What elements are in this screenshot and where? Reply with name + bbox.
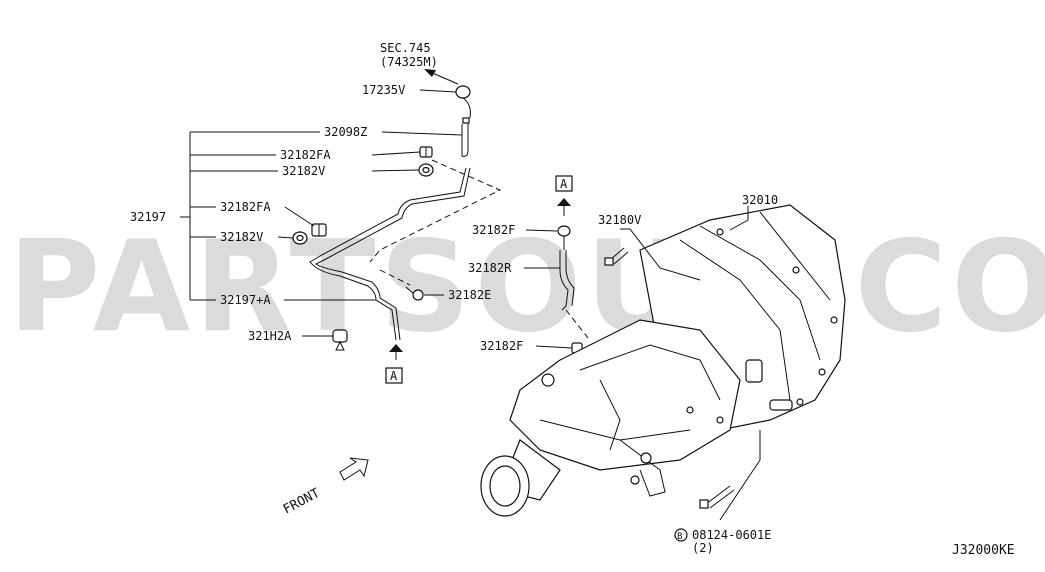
clip-32182v-upper[interactable] [418,163,434,177]
marker-a-right-arrow [557,198,571,216]
dashed-connector-mid [565,309,589,339]
marker-a-right-box[interactable] [555,175,573,192]
part-label-32197a[interactable]: 32197+A [220,293,271,307]
bolt-32182e[interactable] [405,286,424,301]
dashed-connector-left-2 [379,269,411,286]
part-label-32182v-lower[interactable]: 32182V [220,230,263,244]
fitting-32182f-upper[interactable] [557,225,571,250]
part-label-32098z[interactable]: 32098Z [324,125,367,139]
leader-32182f-lower [535,345,573,349]
marker-a-left-box[interactable] [385,367,403,384]
bolt-symbol-circle [674,528,688,542]
front-label: FRONT [281,486,323,518]
breather-tube-32197[interactable] [309,167,471,341]
diagram-code: J32000KE [952,543,1015,558]
leader-32182f-upper [525,229,558,232]
marker-a-right-label: A [560,177,568,191]
bolt-08124-0601e[interactable] [699,485,735,509]
part-label-321h2a[interactable]: 321H2A [248,329,292,343]
part-group-bracket-32197 [180,131,320,301]
part-label-32180v[interactable]: 32180V [598,213,641,227]
part-label-08124-0601e[interactable]: 08124-0601E [692,528,771,542]
sec-reference-arrow [424,69,459,85]
leader-32098z [381,131,463,136]
leader-32182fa-upper [371,151,421,156]
leader-32182v-upper [371,169,420,172]
part-label-32182v-upper[interactable]: 32182V [282,164,325,178]
leader-bolt-08124 [719,430,761,521]
part-label-32197[interactable]: 32197 [130,210,166,224]
sec-reference-label[interactable]: SEC.745 [380,41,431,55]
bolt-symbol-letter: B [677,532,682,542]
bolt-32180v[interactable] [604,247,629,266]
leader-32180v [620,228,701,281]
leader-17235v [419,89,457,93]
part-label-32182r[interactable]: 32182R [468,261,512,275]
front-direction-arrow [339,457,369,481]
part-label-32182fa-lower[interactable]: 32182FA [220,200,271,214]
part-label-32010[interactable]: 32010 [742,193,778,207]
breather-hose-32182r[interactable] [559,250,575,311]
part-label-32182f-upper[interactable]: 32182F [472,223,515,237]
part-label-17235v[interactable]: 17235V [362,83,405,97]
sec-reference-sublabel[interactable]: (74325M) [380,55,438,69]
marker-a-left-arrow [389,344,403,360]
part-label-32182fa-upper[interactable]: 32182FA [280,148,331,162]
watermark: PARTSOUQ.COM [8,213,1045,360]
part-label-32182f-lower[interactable]: 32182F [480,339,523,353]
clip-32182fa-lower[interactable] [311,223,327,237]
clip-321h2a[interactable] [332,329,348,351]
dashed-connector-left [369,159,502,263]
clip-32182v-lower[interactable] [292,231,308,245]
clip-32182fa-upper[interactable] [419,146,433,158]
hose-clamp-17235v[interactable] [455,85,471,119]
leader-32010 [729,206,749,231]
marker-a-left-label: A [390,369,398,383]
leader-32182v-lower [277,236,294,239]
breather-hose[interactable] [461,120,469,157]
part-label-bolt-qty: (2) [692,541,714,555]
part-label-32182e[interactable]: 32182E [448,288,491,302]
hose-joint [462,117,470,124]
transmission-assembly-32010[interactable] [480,204,846,517]
leader-32182fa-lower [284,206,315,227]
